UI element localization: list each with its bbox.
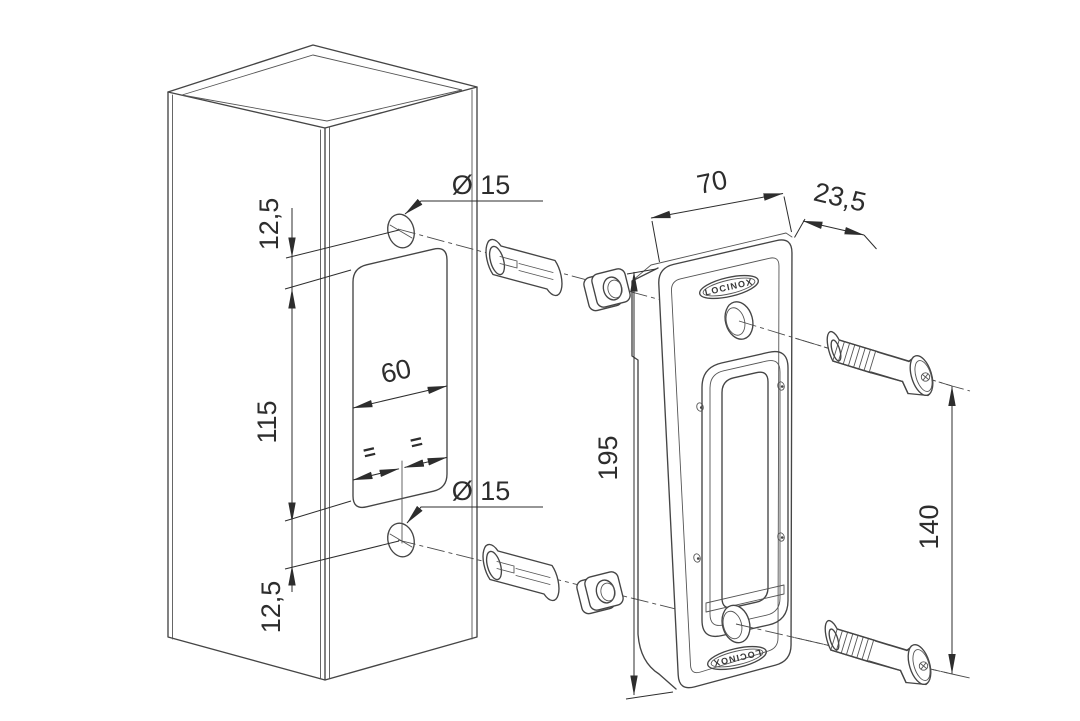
dim-line-plate-width: [650, 193, 784, 219]
screw-shank: [870, 351, 910, 383]
post-top-face-inner-wall: [181, 54, 463, 122]
expansion-plug-top: [485, 238, 563, 297]
mounting-recess-outline: [352, 247, 448, 509]
leader-bottom-hole: [406, 505, 543, 524]
extension-line: [284, 540, 400, 570]
plate-bevel-outline: [671, 257, 780, 674]
screw-drive-recess: [920, 372, 931, 382]
dim-recess-height: 115: [252, 400, 282, 443]
dim-line-recess-width: [352, 385, 448, 409]
screw-spacing-dimension: 140: [914, 386, 956, 674]
dim-recess-width: 60: [378, 353, 414, 389]
post-top-hole: [387, 213, 415, 249]
dim-post-top-hole-offset: 12,5: [254, 198, 284, 251]
screw-tip: [830, 339, 842, 362]
dim-top-hole-diameter: Ø 15: [452, 170, 511, 200]
plate-small-holes: [693, 381, 785, 563]
square-post: [167, 44, 478, 681]
square-nut-top: [583, 268, 631, 312]
equal-mark-right: =: [408, 430, 425, 455]
extension-line: [794, 218, 877, 250]
dim-bottom-hole-diameter: Ø 15: [452, 476, 511, 506]
equal-dim-right-line: [404, 456, 448, 468]
equal-dim-left-line: [352, 468, 400, 481]
dim-screw-spacing: 140: [914, 504, 944, 549]
plate-top-hole: [724, 301, 754, 340]
extension-line: [285, 229, 400, 259]
extension-line: [284, 269, 352, 290]
screw-thread: [832, 339, 877, 373]
dim-post-bottom-hole-offset: 12,5: [256, 581, 286, 634]
post-dimensions: 12,5 115 12,5 60 = = Ø 15 Ø 15: [252, 170, 543, 633]
extension-line: [625, 268, 674, 700]
dim-plate-width: 70: [694, 164, 730, 200]
extension-line: [284, 500, 352, 522]
leader-top-hole: [404, 198, 543, 215]
post-front-corner-lines: [320, 126, 330, 679]
mounting-plate: LOCINOX LOCINOX: [631, 232, 793, 690]
extension-line: [651, 196, 792, 263]
plate-front-face: [658, 239, 793, 689]
equal-mark-left: =: [361, 440, 378, 465]
dim-line-plate-depth: [802, 220, 865, 236]
screw-thread-outline: [832, 339, 879, 374]
dim-plate-height: 195: [593, 435, 623, 480]
countersunk-screw-top: [826, 330, 934, 397]
latch-ledge: [705, 584, 785, 613]
